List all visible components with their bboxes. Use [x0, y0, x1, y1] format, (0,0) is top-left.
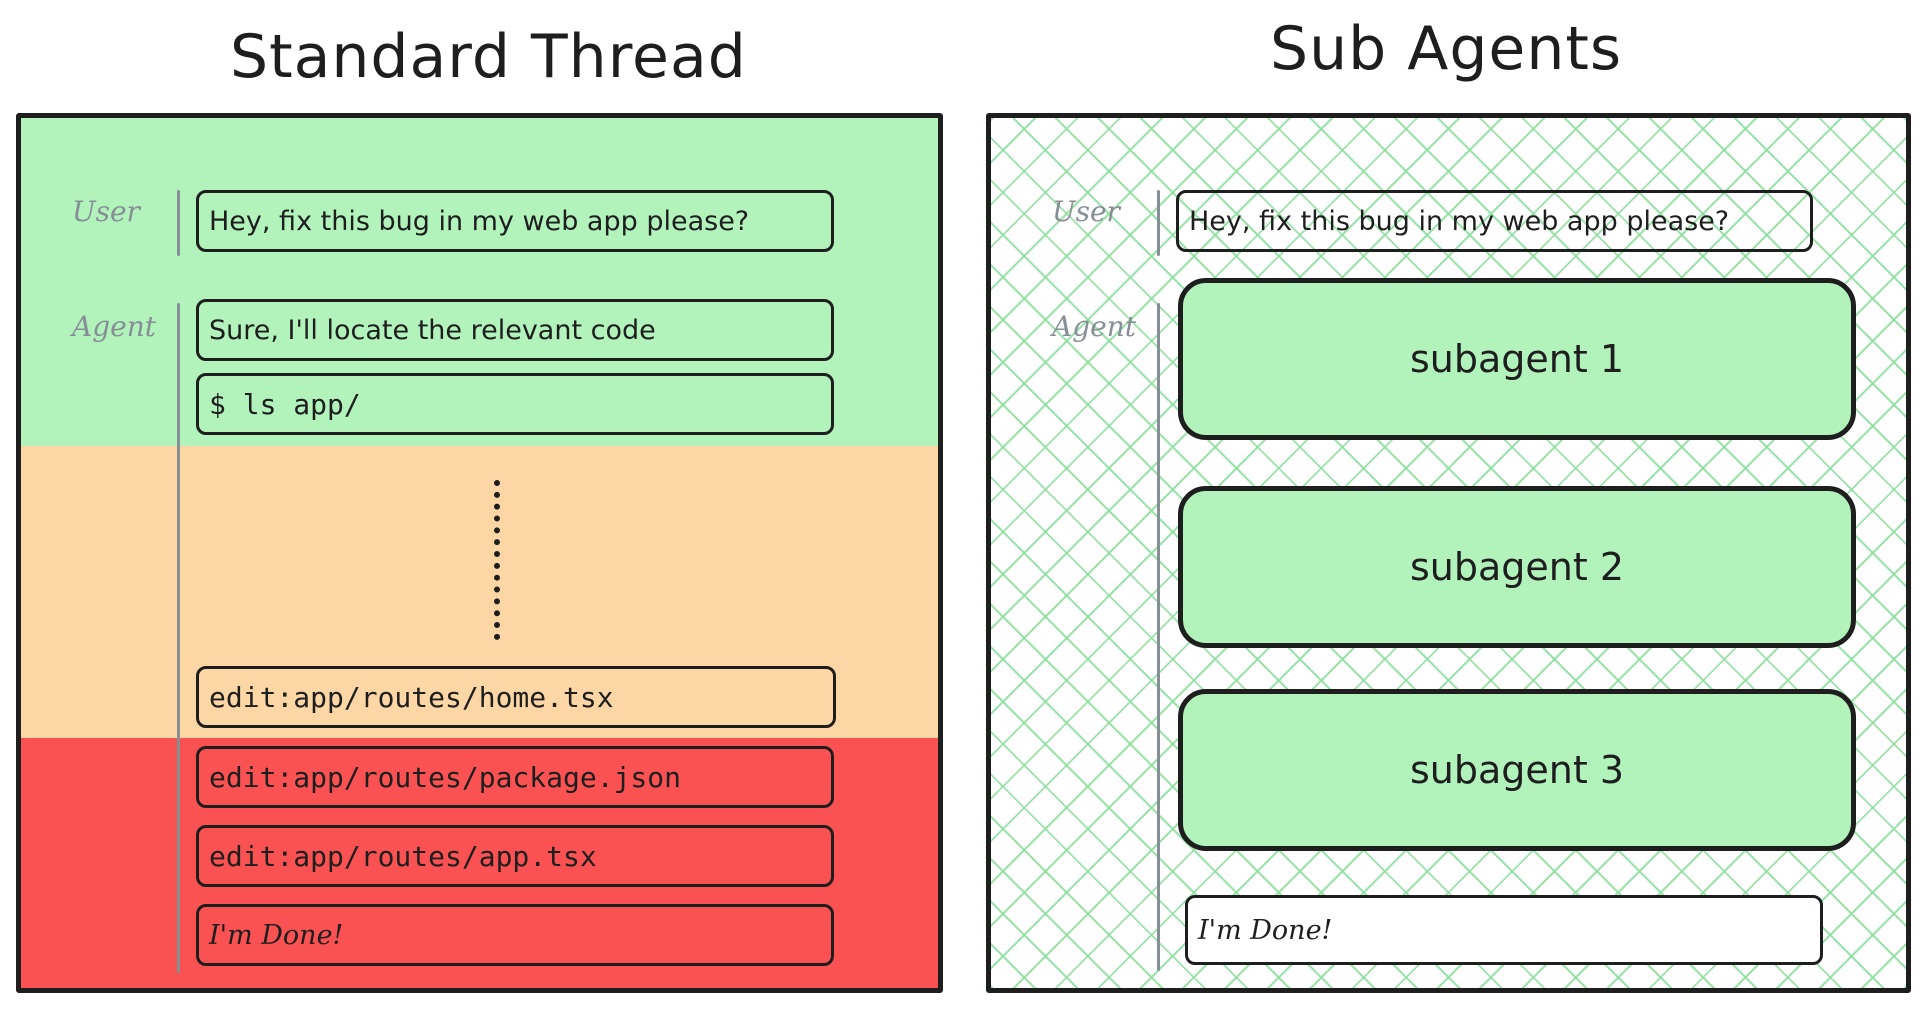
agent-role-label: Agent — [72, 310, 156, 343]
ellipsis-dots — [494, 480, 506, 640]
agent-done-message: I'm Done! — [196, 904, 834, 966]
context-band-overflow — [21, 738, 938, 988]
agent-role-label: Agent — [1052, 310, 1136, 343]
user-message: Hey, fix this bug in my web app please? — [196, 190, 834, 252]
final-done-message: I'm Done! — [1185, 895, 1823, 965]
sub-agents-panel: User Hey, fix this bug in my web app ple… — [986, 113, 1911, 993]
sub-agents-title: Sub Agents — [1270, 14, 1623, 84]
agent-edit-step: edit:app/routes/home.tsx — [196, 666, 836, 728]
agent-divider — [177, 303, 180, 973]
subagent-block: subagent 3 — [1178, 689, 1856, 851]
subagent-block: subagent 1 — [1178, 278, 1856, 440]
context-band-filling — [21, 446, 938, 738]
context-band-fresh — [21, 118, 938, 446]
user-divider — [1157, 190, 1160, 256]
standard-thread-panel: User Hey, fix this bug in my web app ple… — [16, 113, 943, 993]
agent-edit-step: edit:app/routes/app.tsx — [196, 825, 834, 887]
user-message: Hey, fix this bug in my web app please? — [1176, 190, 1813, 252]
standard-thread-title: Standard Thread — [230, 22, 747, 92]
user-divider — [177, 190, 180, 256]
agent-message: Sure, I'll locate the relevant code — [196, 299, 834, 361]
subagent-block: subagent 2 — [1178, 486, 1856, 648]
user-role-label: User — [72, 195, 140, 228]
agent-command: $ ls app/ — [196, 373, 834, 435]
agent-divider — [1157, 303, 1160, 971]
user-role-label: User — [1052, 195, 1120, 228]
agent-edit-step: edit:app/routes/package.json — [196, 746, 834, 808]
